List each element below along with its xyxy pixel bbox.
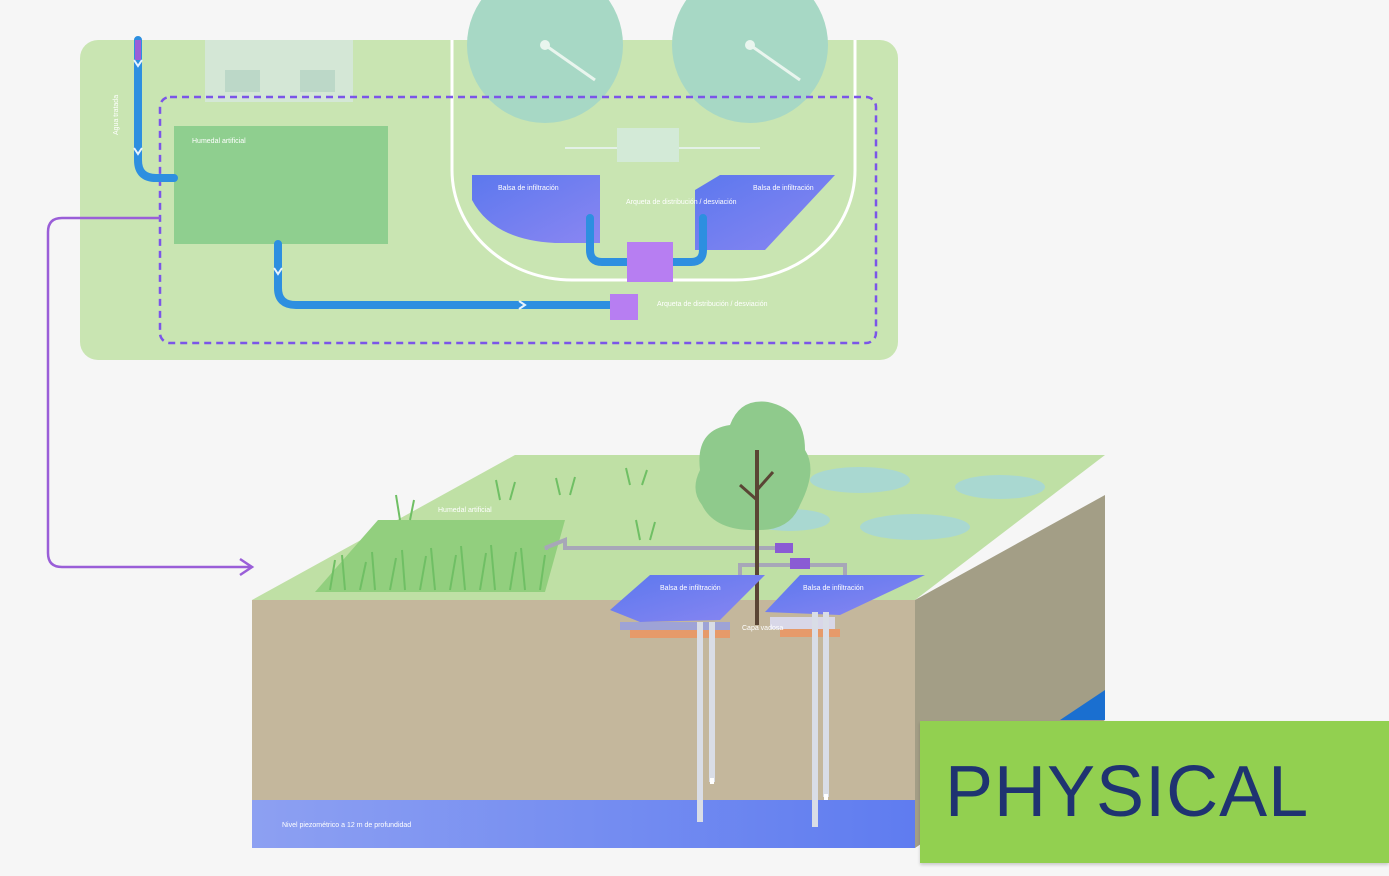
infiltration-basin-right [695,175,835,250]
physical-badge: PHYSICAL [920,721,1389,863]
distribution-chamber-upper [627,242,673,282]
label-chamber-lower: Arqueta de distribución / desviación [657,301,768,308]
flow-arrows [133,59,527,310]
chamber-3d [775,543,793,553]
label-basin-3d-right: Balsa de infiltración [803,585,864,592]
label-basin-3d-left: Balsa de infiltración [660,585,721,592]
basin-3d-right [765,575,925,615]
wetland-3d [315,520,565,592]
monitoring-wells [697,612,829,827]
plan-view: Agua tratada Humedal artificial Balsa de… [80,0,898,360]
project-boundary-dashed [158,95,878,345]
connector-arrow-head [239,557,255,577]
reeds [329,467,656,591]
wetland-plan [174,126,388,244]
physical-badge-text: PHYSICAL [945,752,1310,832]
water-table [252,800,915,848]
clarifier-3d [810,467,910,493]
label-water-table: Nivel piezométrico a 12 m de profundidad [282,822,411,829]
clarifier-3d [955,475,1045,499]
terrain-block: Nivel piezométrico a 12 m de profundidad… [252,401,1105,848]
pipe-network [134,36,707,309]
label-pipe: Agua tratada [113,95,120,135]
tree [695,401,811,625]
treatment-building-tank [225,70,260,92]
label-wetland-plan: Humedal artificial [192,138,246,145]
clarifier-right [672,0,828,123]
infiltration-basin-left [472,175,600,243]
distribution-chamber-lower [610,294,638,320]
clarifier-3d [860,514,970,540]
connector-arrow [46,216,250,569]
label-basin-right: Balsa de infiltración [753,185,814,192]
treatment-building-tank [300,70,335,92]
pump-house [617,128,679,162]
basin-layer [620,622,730,630]
clarifier-left [467,0,623,123]
label-wetland-3d: Humedal artificial [438,507,492,514]
label-vadose: Capa vadosa [742,625,783,632]
chamber-3d [790,558,810,569]
label-basin-left: Balsa de infiltración [498,185,559,192]
label-chamber-upper: Arqueta de distribución / desviación [626,199,737,206]
basin-3d-left [610,575,765,622]
basin-layer [630,630,730,638]
surface-pipe [544,537,785,550]
basin-layer [780,629,840,637]
aquifer-side [1060,690,1105,720]
basin-layer [770,617,835,629]
